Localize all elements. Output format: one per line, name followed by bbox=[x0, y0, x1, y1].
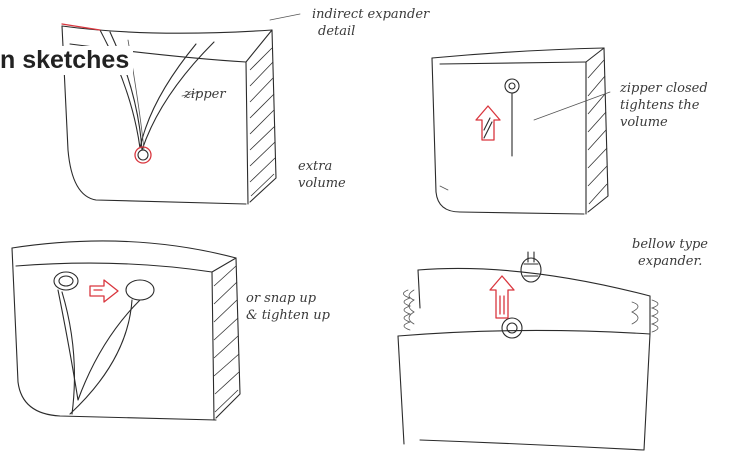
page-heading: n sketches bbox=[0, 46, 133, 75]
annotation-zipper-closed: zipper closed tightens the volume bbox=[620, 80, 708, 131]
annotation-line: volume bbox=[620, 114, 708, 131]
annotation-line: bellow type bbox=[632, 236, 708, 253]
sketch-snap-up bbox=[12, 241, 240, 420]
sketch-zipper-closed bbox=[432, 48, 610, 214]
annotation-zipper: zipper bbox=[184, 86, 226, 103]
annotation-line: extra bbox=[298, 158, 346, 175]
annotation-indirect-expander: indirect expander detail bbox=[312, 6, 429, 40]
annotation-line: volume bbox=[298, 175, 346, 192]
sketch-indirect-expander bbox=[62, 14, 300, 204]
annotation-line: expander. bbox=[632, 253, 708, 270]
annotation-line: detail bbox=[312, 23, 429, 40]
annotation-bellow: bellow type expander. bbox=[632, 236, 708, 270]
annotation-line: indirect expander bbox=[312, 6, 429, 23]
annotation-snap-up: or snap up & tighten up bbox=[246, 290, 330, 324]
annotation-extra-volume: extra volume bbox=[298, 158, 346, 192]
sketch-bellow-expander bbox=[398, 252, 658, 450]
annotation-line: & tighten up bbox=[246, 307, 330, 324]
annotation-line: tightens the bbox=[620, 97, 708, 114]
annotation-line: or snap up bbox=[246, 290, 330, 307]
annotation-line: zipper closed bbox=[620, 80, 708, 97]
